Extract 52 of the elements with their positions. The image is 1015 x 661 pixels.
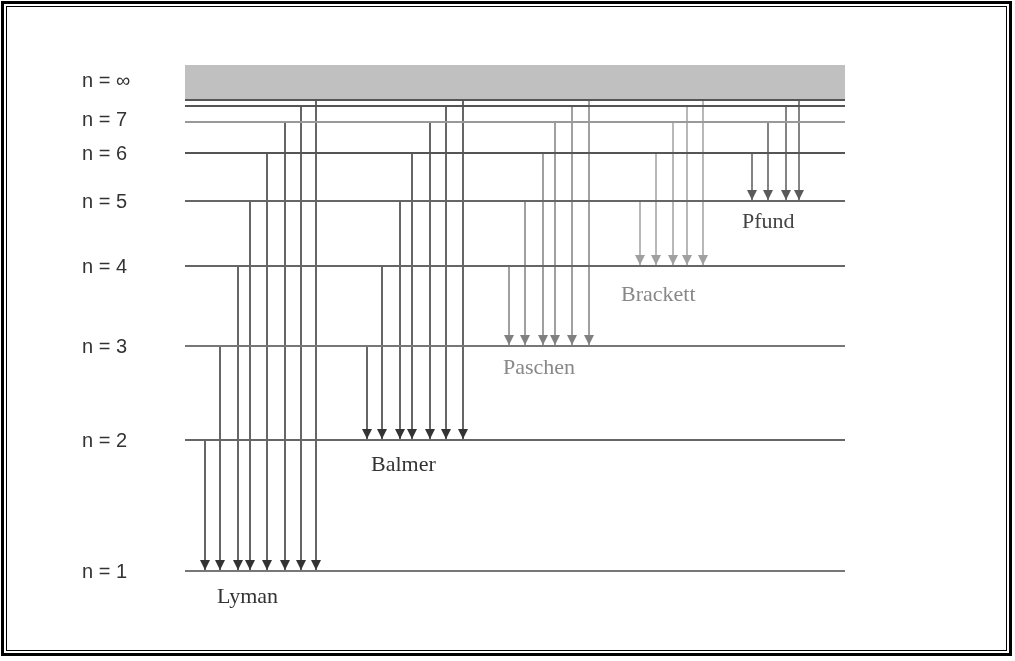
level-label: n = 2	[82, 429, 128, 451]
arrow	[245, 201, 255, 571]
arrow	[520, 201, 530, 346]
energy-level-line	[185, 105, 845, 107]
arrow	[794, 100, 804, 201]
energy-level-line	[185, 152, 845, 154]
arrow	[296, 106, 306, 571]
level-label: n = 1	[82, 560, 128, 582]
arrow	[747, 153, 757, 201]
arrow	[682, 106, 692, 266]
series-label: Pfund	[742, 208, 795, 234]
energy-level-line	[185, 121, 845, 123]
arrow	[567, 106, 577, 346]
arrow	[550, 122, 560, 346]
series-label: Balmer	[371, 451, 436, 477]
arrow	[280, 122, 290, 571]
level-label: n = 3	[82, 335, 128, 357]
arrow	[504, 266, 514, 346]
arrow	[200, 440, 210, 571]
arrow	[407, 153, 417, 440]
series-label: Brackett	[621, 281, 696, 307]
arrow	[215, 346, 225, 571]
energy-level-line	[185, 265, 845, 267]
arrow	[441, 106, 451, 440]
level-label: n = 6	[82, 142, 128, 164]
arrow	[377, 266, 387, 440]
arrow	[425, 122, 435, 440]
ionization-band	[185, 65, 845, 101]
level-label: n = 4	[82, 255, 128, 277]
energy-level-line	[185, 439, 845, 441]
level-label: n = ∞	[82, 69, 131, 91]
arrow	[458, 100, 468, 440]
arrow	[651, 153, 661, 266]
arrow	[311, 100, 321, 571]
level-label: n = 5	[82, 190, 128, 212]
arrow	[781, 106, 791, 201]
arrow	[668, 122, 678, 266]
arrow	[233, 266, 243, 571]
arrow	[635, 201, 645, 266]
series-label: Lyman	[217, 583, 279, 609]
energy-level-line	[185, 200, 845, 202]
level-label: n = 7	[82, 108, 128, 130]
arrow	[763, 122, 773, 201]
energy-level-line	[185, 345, 845, 347]
arrow	[584, 100, 594, 346]
arrow	[262, 153, 272, 571]
arrow	[362, 346, 372, 440]
arrow	[698, 100, 708, 266]
energy-level-line	[185, 570, 845, 572]
arrow	[538, 153, 548, 346]
arrow	[395, 201, 405, 440]
series-label: Paschen	[503, 354, 576, 380]
